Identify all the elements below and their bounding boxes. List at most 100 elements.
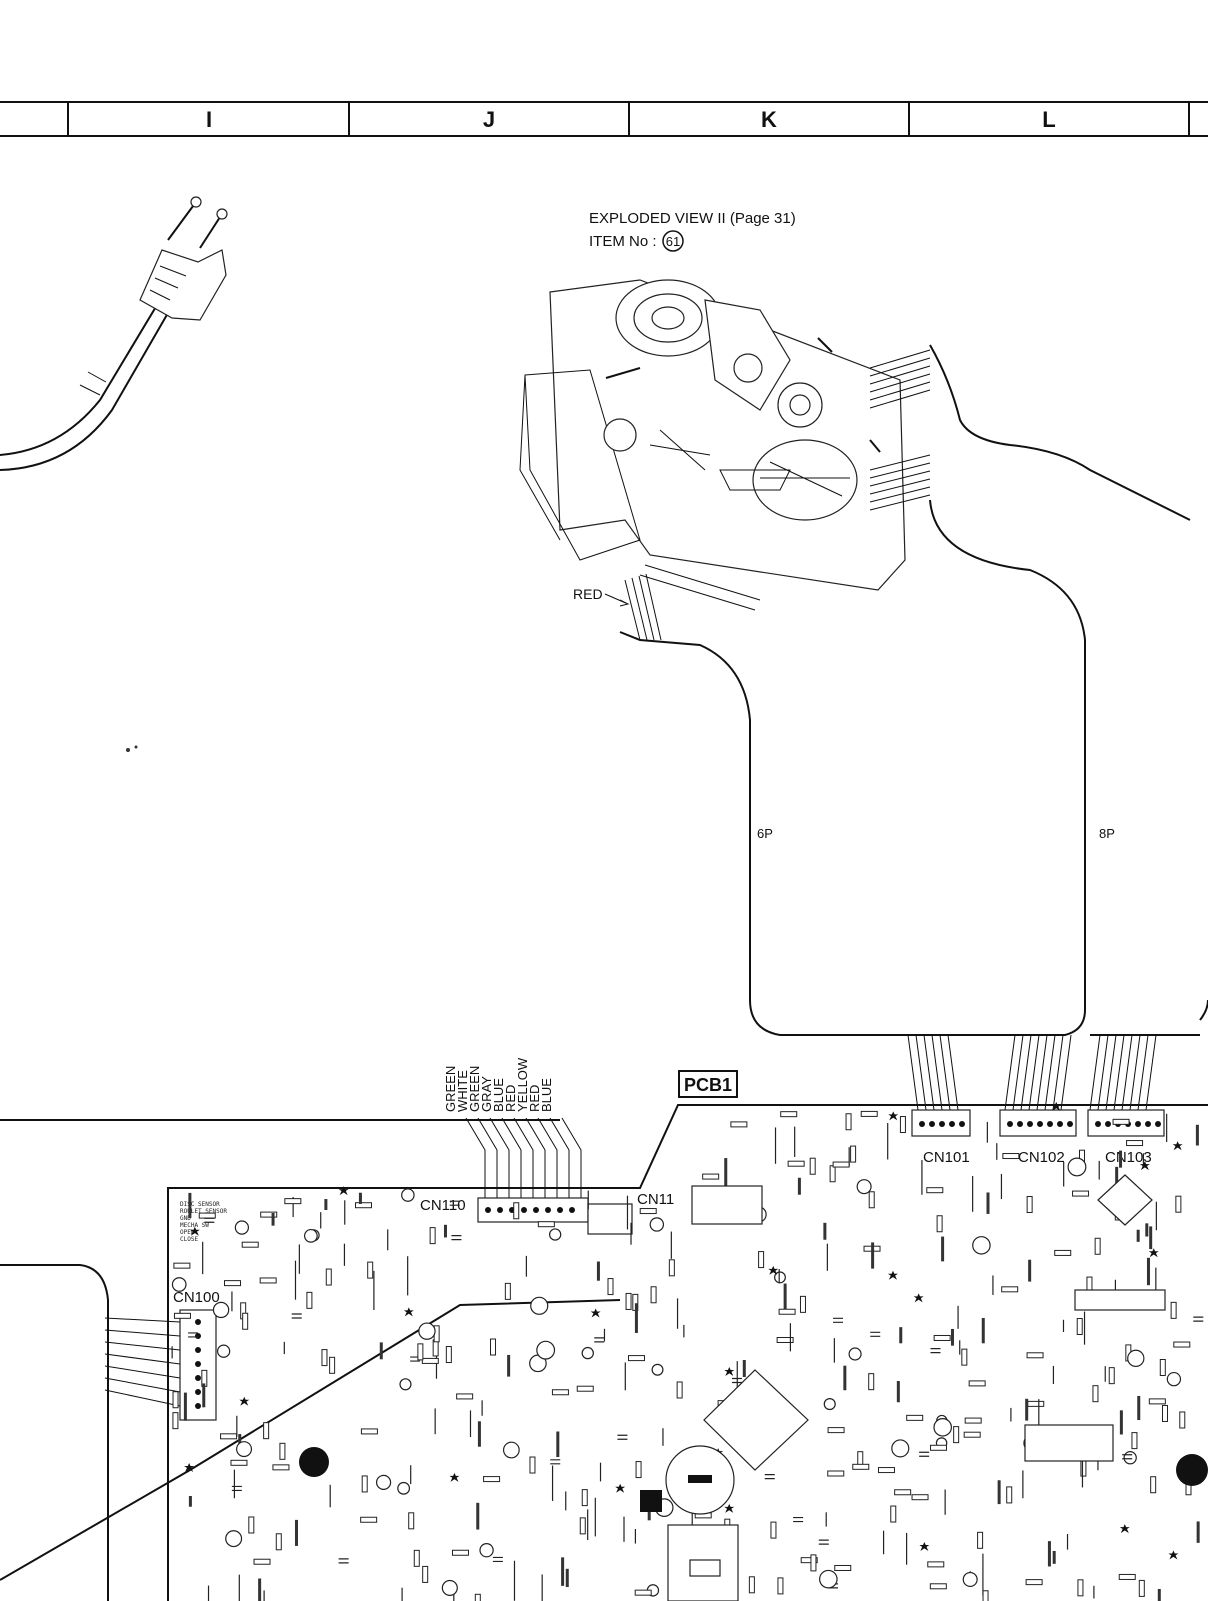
- capacitor: [651, 1363, 664, 1376]
- connector-cn110-block: [477, 1197, 633, 1235]
- label-mark: [565, 1568, 569, 1588]
- resistor: [224, 1280, 242, 1287]
- resistor: [1179, 1411, 1186, 1429]
- resistor: [800, 1557, 818, 1564]
- wire-color-7: RED: [527, 1085, 542, 1112]
- resistor: [1077, 1579, 1084, 1597]
- resistor: [877, 1467, 895, 1474]
- small-capacitor: [449, 1200, 460, 1206]
- capacitor: [962, 1571, 978, 1588]
- capacitor: [1067, 1157, 1087, 1177]
- resistor: [827, 1427, 845, 1434]
- small-capacitor: [1193, 1316, 1204, 1322]
- svg-text:61: 61: [666, 234, 680, 249]
- resistor: [929, 1583, 947, 1590]
- label-mark: [1195, 1124, 1199, 1146]
- capacitor: [823, 1398, 836, 1411]
- resistor: [241, 1241, 259, 1248]
- resistor: [1025, 1579, 1043, 1586]
- small-capacitor: [204, 1217, 215, 1223]
- resistor: [1027, 1400, 1045, 1407]
- resistor: [650, 1286, 657, 1304]
- resistor: [263, 1422, 270, 1440]
- small-capacitor: [919, 1451, 930, 1457]
- resistor: [829, 1165, 836, 1183]
- capacitor: [972, 1236, 991, 1255]
- label-mark: [871, 1242, 875, 1269]
- small-capacitor: [188, 1332, 199, 1338]
- capacitor: [536, 1340, 556, 1360]
- star-mark: [403, 1307, 414, 1317]
- silkscreen-line-3: MECHA SW: [180, 1222, 209, 1229]
- label-mark: [258, 1578, 262, 1601]
- capacitor: [848, 1347, 862, 1361]
- resistor: [576, 1385, 594, 1392]
- small-capacitor: [550, 1459, 561, 1465]
- star-mark: [888, 1111, 899, 1121]
- resistor: [248, 1516, 255, 1534]
- resistor: [253, 1558, 271, 1565]
- capacitor: [401, 1188, 415, 1202]
- wire-color-2: GREEN: [467, 1066, 482, 1112]
- resistor: [1026, 1352, 1044, 1359]
- label-mark: [724, 1158, 728, 1187]
- label-mark: [823, 1222, 827, 1240]
- resistor: [360, 1516, 378, 1523]
- small-capacitor: [833, 1317, 844, 1323]
- pcb1-label-box: PCB1: [678, 1070, 738, 1098]
- wire-color-0: GREEN: [443, 1066, 458, 1112]
- label-mark: [188, 1192, 192, 1218]
- label-mark: [997, 1480, 1001, 1505]
- resistor: [432, 1339, 439, 1357]
- capacitor: [397, 1481, 411, 1495]
- resistor: [529, 1456, 536, 1474]
- resistor: [445, 1346, 452, 1364]
- resistor: [172, 1412, 179, 1430]
- resistor: [198, 1212, 216, 1219]
- label-mark: [1149, 1226, 1153, 1250]
- grid-column-k: K: [761, 107, 777, 132]
- resistor: [930, 1444, 948, 1451]
- resistor: [408, 1512, 415, 1530]
- resistor: [504, 1282, 511, 1300]
- resistor: [1076, 1318, 1083, 1336]
- resistor: [860, 1110, 878, 1117]
- grid-column-i: I: [206, 107, 212, 132]
- resistor: [259, 1277, 277, 1284]
- resistor: [354, 1202, 372, 1209]
- label-mark: [358, 1192, 362, 1204]
- red-wire-label: RED: [573, 586, 603, 602]
- label-mark: [324, 1199, 328, 1210]
- resistor: [964, 1417, 982, 1424]
- label-mark: [596, 1261, 600, 1281]
- connector-cn103-label: CN103: [1105, 1149, 1152, 1166]
- small-capacitor: [818, 1539, 829, 1545]
- resistor: [933, 1334, 951, 1341]
- resistor: [748, 1576, 755, 1594]
- small-capacitor: [793, 1516, 804, 1523]
- label-mark: [941, 1236, 945, 1262]
- silkscreen-line-4: OPEN: [180, 1229, 195, 1236]
- pcb-component-field: [171, 1101, 1204, 1601]
- star-mark: [913, 1293, 924, 1303]
- red-wire-arrow: [604, 593, 630, 607]
- exploded-view-item-label: ITEM No :: [589, 233, 657, 250]
- label-mark: [742, 1360, 746, 1378]
- resistor: [953, 1426, 960, 1444]
- capacitor: [1166, 1371, 1182, 1387]
- resistor: [417, 1343, 424, 1361]
- resistor: [361, 1475, 368, 1493]
- resistor: [778, 1308, 796, 1315]
- capacitor: [225, 1530, 243, 1548]
- resistor: [172, 1391, 179, 1409]
- resistor: [1175, 1195, 1182, 1213]
- resistor: [1148, 1398, 1166, 1405]
- cable-8p-label: 8P: [1099, 826, 1115, 841]
- small-capacitor: [617, 1434, 628, 1440]
- resistor: [230, 1459, 248, 1466]
- resistor: [963, 1431, 981, 1438]
- resistor: [868, 1373, 875, 1391]
- cd-mechanism-drawing: [519, 279, 906, 611]
- silkscreen-line-1: ROULET SENSOR: [180, 1208, 227, 1215]
